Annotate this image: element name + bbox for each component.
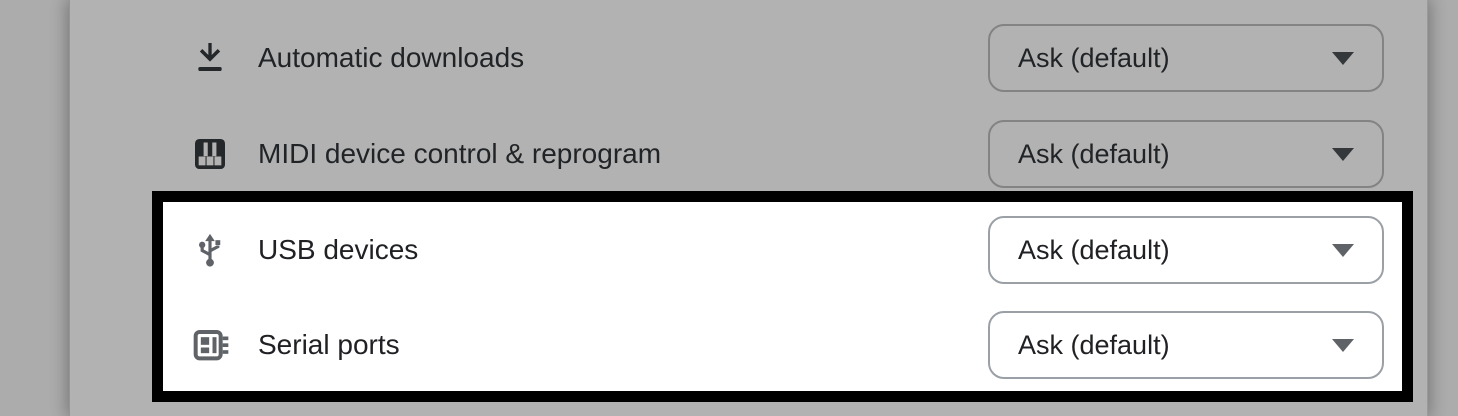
permission-label: Serial ports: [258, 329, 400, 360]
permission-label: MIDI device control & reprogram: [258, 138, 662, 169]
chevron-down-icon: [1332, 147, 1354, 161]
selected-permission-value: Ask (default): [1018, 234, 1170, 265]
serial-ports-permission-select[interactable]: Ask (default): [988, 311, 1384, 379]
permission-row-automatic-downloads: Automatic downloads Ask (default): [190, 24, 1384, 92]
permission-row-usb-devices: USB devices Ask (default): [190, 216, 1384, 284]
usb-icon: [190, 230, 230, 270]
permission-label: USB devices: [258, 234, 419, 265]
selected-permission-value: Ask (default): [1018, 42, 1170, 73]
permission-row-serial-ports: Serial ports Ask (default): [190, 311, 1384, 379]
usb-devices-permission-select[interactable]: Ask (default): [988, 216, 1384, 284]
serial-port-icon: [190, 325, 230, 365]
chevron-down-icon: [1332, 51, 1354, 65]
permission-row-midi: MIDI device control & reprogram Ask (def…: [190, 120, 1384, 188]
midi-permission-select[interactable]: Ask (default): [988, 120, 1384, 188]
download-icon: [190, 38, 230, 78]
midi-piano-icon: [190, 134, 230, 174]
chevron-down-icon: [1332, 338, 1354, 352]
selected-permission-value: Ask (default): [1018, 329, 1170, 360]
selected-permission-value: Ask (default): [1018, 138, 1170, 169]
chevron-down-icon: [1332, 243, 1354, 257]
permission-label: Automatic downloads: [258, 42, 525, 73]
automatic-downloads-permission-select[interactable]: Ask (default): [988, 24, 1384, 92]
